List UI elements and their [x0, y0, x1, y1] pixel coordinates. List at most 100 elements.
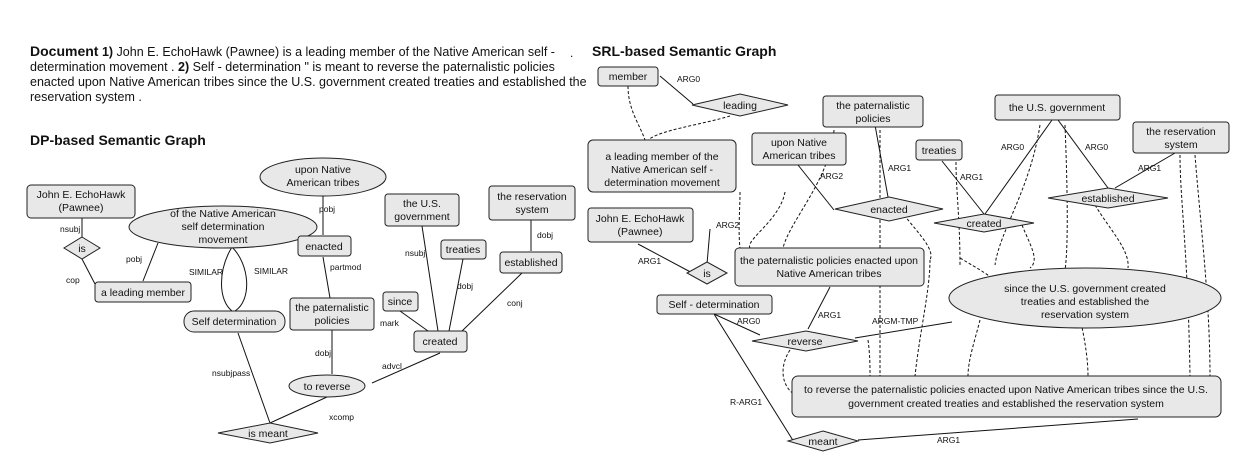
sentence-2: Self - determination " is meant to rever…: [30, 60, 587, 104]
srl-label-arg1-reverse: ARG1: [818, 310, 841, 320]
sentence-2-number: 2): [178, 60, 190, 74]
dp-edge-similar2: [231, 246, 248, 312]
dp-edge-pobj1: [142, 242, 159, 282]
dp-node-to-reverse-label: to reverse: [304, 381, 351, 393]
srl-label-arg1-created: ARG1: [960, 172, 983, 182]
dp-label-nsubj1: nsubj: [60, 224, 80, 234]
dp-edges: [81, 196, 532, 424]
dp-label-dobj2: dobj: [457, 281, 473, 291]
srl-dashed-edges: [627, 85, 1211, 396]
dp-node-is-meant-label: is meant: [248, 428, 288, 440]
srl-dash-created-since: [1021, 224, 1035, 269]
dp-node-native-movement-line3: movement: [198, 234, 247, 246]
dp-node-leading-member-label: a leading member: [101, 287, 186, 299]
srl-node-leading: leading: [691, 93, 789, 117]
srl-node-member-label: member: [609, 71, 648, 83]
srl-label-arg0-created: ARG0: [1001, 142, 1024, 152]
srl-node-pat-policies-line2: policies: [855, 113, 890, 125]
srl-node-established: established: [1047, 187, 1169, 209]
dp-node-treaties-label: treaties: [446, 244, 480, 256]
srl-node-reverse-label: reverse: [787, 336, 822, 348]
srl-label-arg1-enacted: ARG1: [888, 163, 911, 173]
srl-dash-since-reverse-clause: [914, 259, 931, 377]
srl-graph-title: SRL-based Semantic Graph: [592, 43, 777, 59]
dp-label-advcl: advcl: [382, 361, 402, 371]
dp-node-created-label: created: [422, 336, 457, 348]
srl-node-reverse: reverse: [751, 330, 859, 352]
srl-node-since-clause-line2: treaties and established the: [1021, 296, 1150, 308]
srl-edge-selfdet-reverse: [713, 313, 761, 336]
dp-node-reservation-system-line2: system: [515, 204, 549, 216]
srl-label-arg0-reverse: ARG0: [737, 316, 760, 326]
srl-edge-res-established: [1114, 152, 1176, 189]
dp-label-dobj1: dobj: [315, 348, 331, 358]
srl-node-to-reverse-line2: government created treaties and establis…: [848, 398, 1164, 410]
srl-node-leading-member-line1: a leading member of the: [605, 151, 718, 163]
srl-node-enacted-label: enacted: [870, 204, 908, 216]
dp-node-enacted: enacted: [297, 235, 352, 257]
dp-graph-title: DP-based Semantic Graph: [30, 132, 206, 148]
srl-node-created-label: created: [966, 218, 1001, 230]
srl-node-upon-tribes: upon Native American tribes: [751, 132, 847, 166]
srl-node-pp-enacted: the paternalistic policies enacted upon …: [734, 247, 925, 287]
srl-edge-pp-reverse: [807, 286, 831, 330]
srl-node-since-clause-line1: since the U.S. government created: [1004, 283, 1166, 295]
srl-node-reservation-system-line1: the reservation: [1146, 126, 1216, 138]
srl-node-enacted: enacted: [834, 196, 944, 222]
dp-edge-mark: [399, 310, 429, 332]
dp-label-similar2: SIMILAR: [254, 266, 288, 276]
dp-node-self-determination-label: Self determination: [192, 316, 277, 328]
srl-node-treaties-label: treaties: [922, 145, 956, 157]
srl-node-treaties: treaties: [915, 139, 963, 161]
srl-node-leading-member-line3: determination movement: [604, 177, 720, 189]
srl-dash-member: [627, 85, 646, 141]
dp-node-echohawk-line2: (Pawnee): [59, 202, 104, 214]
dp-label-similar1: SIMILAR: [189, 267, 223, 277]
srl-dash-enacted-since: [903, 214, 932, 261]
dp-node-self-determination: Self determination: [183, 310, 286, 333]
dp-node-upon-tribes-line1: upon Native: [295, 164, 351, 176]
dp-node-pat-policies: the paternalistic policies: [289, 297, 375, 331]
dp-label-cop: cop: [66, 275, 80, 285]
srl-node-us-government-label: the U.S. government: [1009, 102, 1105, 114]
srl-edge-gov-created: [984, 119, 1053, 215]
srl-edge-upon-enacted: [797, 164, 835, 211]
srl-node-to-reverse-line1: to reverse the paternalistic policies en…: [804, 384, 1208, 396]
dp-node-native-movement-line1: of the Native American: [170, 208, 276, 220]
srl-edge-gov-established: [1057, 119, 1109, 189]
dp-node-us-government-line1: the U.S.: [403, 198, 441, 210]
srl-dash-upon-pp: [749, 191, 786, 249]
srl-node-meant-label: meant: [808, 436, 837, 448]
srl-label-arg2-enacted: ARG2: [820, 171, 843, 181]
dp-label-pobj1: pobj: [126, 254, 142, 264]
srl-node-pat-policies-line1: the paternalistic: [836, 100, 910, 112]
dp-node-pat-policies-line2: policies: [314, 315, 349, 327]
srl-label-arg1-meant: ARG1: [937, 435, 960, 445]
srl-node-pp-enacted-line2: Native American tribes: [776, 268, 881, 280]
dp-label-pobj2: pobj: [319, 204, 335, 214]
dp-node-treaties: treaties: [440, 239, 487, 260]
srl-edge-is-echohawk: [637, 243, 699, 277]
dp-edge-similar1: [221, 246, 233, 312]
dp-label-conj: conj: [507, 298, 523, 308]
document-text: Document 1) John E. EchoHawk (Pawnee) is…: [30, 44, 590, 105]
dp-node-established: established: [499, 251, 563, 274]
dp-node-us-government: the U.S. government: [384, 193, 460, 227]
srl-label-r-arg1: R-ARG1: [730, 397, 762, 407]
dp-node-upon-tribes: upon Native American tribes: [259, 157, 387, 197]
srl-node-self-determination-label: Self - determination: [668, 299, 759, 311]
dp-label-partmod: partmod: [330, 262, 361, 272]
srl-node-reservation-system-line2: system: [1164, 139, 1198, 151]
srl-edge-selfdet-meant: [713, 313, 795, 443]
sentence-1-number: 1): [101, 45, 114, 59]
dp-edge-nsubjpass: [237, 332, 271, 424]
dp-node-upon-tribes-line2: American tribes: [287, 177, 360, 189]
srl-node-is-label: is: [703, 268, 711, 280]
dp-node-leading-member: a leading member: [94, 281, 192, 303]
dp-label-xcomp: xcomp: [329, 412, 354, 422]
srl-dash-leading-member-pp: [738, 191, 741, 249]
dp-edge-nsubj2: [421, 225, 439, 332]
srl-edge-member-leading: [659, 75, 694, 105]
srl-node-leading-label: leading: [723, 100, 757, 112]
